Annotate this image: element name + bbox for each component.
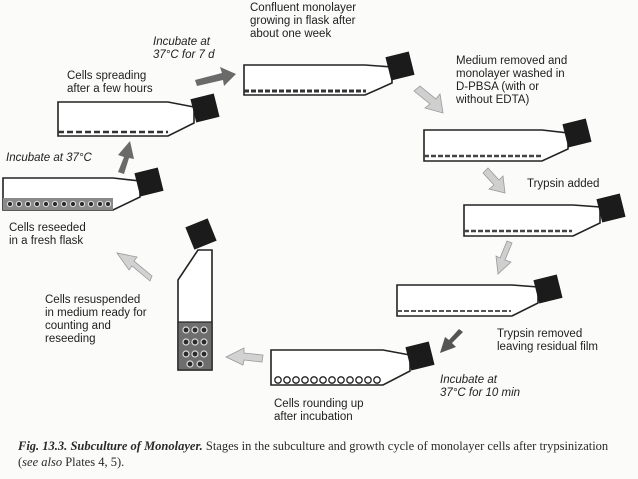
arrow-to-trypsin-added [482, 167, 506, 194]
figure-caption: Fig. 13.3. Subculture of Monolayer. Stag… [18, 438, 628, 470]
arrow-to-confluent [195, 67, 236, 86]
caption-see-also: see also [22, 455, 63, 469]
label-cells-resuspended: Cells resuspended in medium ready for co… [45, 294, 147, 345]
arrow-to-trypsin-removed [495, 240, 513, 275]
subculture-cycle-diagram [2, 51, 626, 386]
arrow-to-washed [413, 85, 444, 114]
caption-title: Subculture of Monolayer. [70, 439, 203, 453]
flask-cells-rounding [270, 341, 435, 386]
arrow-to-spreading [118, 141, 134, 174]
label-incubate-37: Incubate at 37°C [6, 152, 92, 164]
flask-cells-spreading [57, 93, 220, 137]
label-incubate-7d: Incubate at 37°C for 7 d [153, 36, 215, 61]
label-medium-removed: Medium removed and monolayer washed in D… [456, 55, 568, 106]
caption-text-a: Stages in the subculture and growth cycl… [18, 439, 609, 469]
flask-confluent [243, 51, 415, 96]
flask-reseeded [2, 167, 164, 211]
caption-text-b: Plates 4, 5). [62, 455, 125, 469]
label-trypsin-removed: Trypsin removed leaving residual film [497, 328, 598, 353]
arrow-to-reseeded [116, 252, 153, 282]
label-cells-spreading: Cells spreading after a few hours [67, 70, 153, 95]
flask-resuspended [177, 218, 217, 371]
label-trypsin-added: Trypsin added [527, 178, 600, 190]
caption-fig-label: Fig. 13.3. [18, 439, 68, 453]
flask-washed [423, 118, 592, 162]
label-cells-rounding: Cells rounding up after incubation [274, 398, 364, 423]
arrow-to-resuspended [225, 347, 264, 366]
flask-trypsin-removed [396, 274, 563, 317]
flask-trypsin-added [463, 193, 626, 237]
label-cells-reseeded: Cells reseeded in a fresh flask [9, 222, 86, 247]
label-confluent: Confluent monolayer growing in flask aft… [250, 2, 357, 40]
label-incubate-10min: Incubate at 37°C for 10 min [440, 374, 521, 399]
arrow-to-cells-rounding [440, 329, 463, 353]
